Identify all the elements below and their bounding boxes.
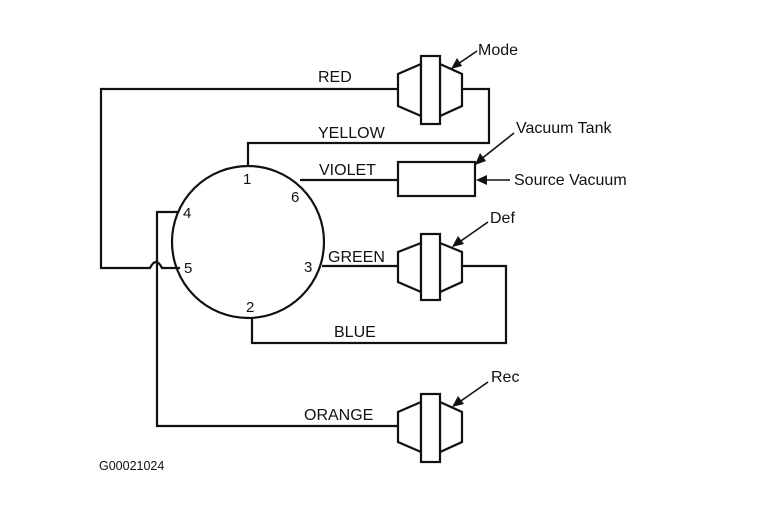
port-6: 6 (291, 189, 299, 206)
red-hose (99, 87, 398, 270)
figure-code: G00021024 (99, 459, 164, 473)
rec-leader-arrow (452, 381, 489, 407)
yellow-label: YELLOW (318, 125, 386, 142)
violet-label: VIOLET (319, 162, 376, 179)
mode-leader-arrow (451, 50, 478, 69)
source-vacuum-label: Source Vacuum (514, 172, 627, 189)
rec-label: Rec (491, 369, 519, 386)
red-label: RED (318, 69, 352, 86)
orange-label: ORANGE (304, 407, 373, 424)
def-actuator (396, 232, 464, 302)
vacuum-tank-leader-arrow (475, 132, 515, 165)
mode-actuator (396, 54, 464, 126)
def-leader-arrow (452, 221, 489, 247)
rec-actuator (396, 392, 464, 464)
green-label: GREEN (328, 249, 385, 266)
port-5: 5 (184, 260, 192, 277)
selector-valve (170, 164, 326, 320)
source-vacuum-arrow (476, 175, 510, 185)
vacuum-tank (396, 160, 477, 198)
port-2: 2 (246, 299, 254, 316)
yellow-hose (246, 87, 491, 166)
port-4: 4 (183, 205, 191, 222)
blue-label: BLUE (334, 324, 376, 341)
vacuum-tank-label: Vacuum Tank (516, 120, 612, 137)
mode-label: Mode (478, 42, 518, 59)
port-1: 1 (243, 171, 251, 188)
port-3: 3 (304, 259, 312, 276)
def-label: Def (490, 210, 515, 227)
orange-hose (155, 210, 398, 428)
blue-hose (250, 264, 508, 345)
